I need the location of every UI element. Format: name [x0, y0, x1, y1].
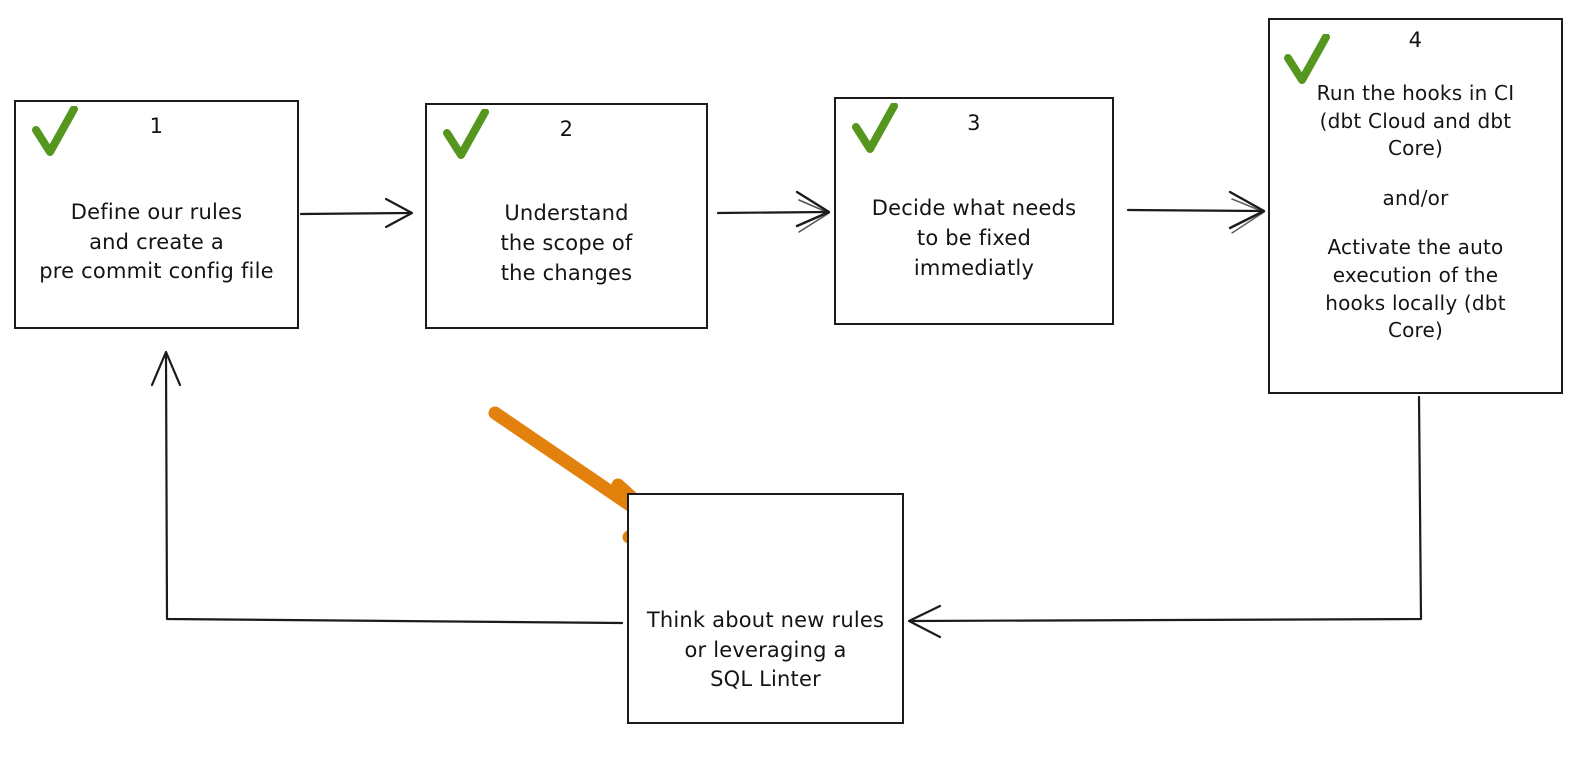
check-icon: [443, 109, 489, 159]
step-node-3-header: 3: [836, 99, 1112, 161]
step-node-2-header: 2: [427, 105, 706, 167]
step-node-3-text: Decide what needs to be fixed immediatly: [871, 196, 1077, 280]
check-icon: [1284, 34, 1330, 84]
loop-node-text: Think about new rules or leveraging a SQ…: [646, 607, 885, 692]
step-node-4-text-conjunction: and/or: [1382, 185, 1449, 210]
step-number: 2: [559, 117, 574, 141]
loop-node-header: [629, 495, 902, 557]
step-node-3-body: Decide what needs to be fixed immediatly: [836, 161, 1112, 323]
edge-1-2: [299, 197, 414, 229]
step-node-2[interactable]: 2 Understand the scope of the changes: [425, 103, 708, 329]
step-number: 3: [967, 111, 981, 135]
step-node-4-body: Run the hooks in CI (dbt Cloud and dbt C…: [1270, 78, 1561, 392]
loop-node-body: Think about new rules or leveraging a SQ…: [629, 557, 902, 722]
step-node-4-text-primary: Run the hooks in CI (dbt Cloud and dbt C…: [1316, 81, 1515, 161]
loop-node[interactable]: Think about new rules or leveraging a SQ…: [627, 493, 904, 724]
step-node-1-text: Define our rules and create a pre commit…: [39, 199, 274, 284]
edge-3-4: [1126, 190, 1266, 234]
step-number: 1: [149, 114, 164, 138]
step-node-1-header: 1: [16, 102, 297, 164]
step-number: 4: [1408, 28, 1423, 52]
step-node-2-text: Understand the scope of the changes: [500, 201, 633, 285]
check-icon: [852, 103, 898, 153]
step-node-4[interactable]: 4 Run the hooks in CI (dbt Cloud and dbt…: [1268, 18, 1563, 394]
step-node-1[interactable]: 1 Define our rules and create a pre comm…: [14, 100, 299, 329]
step-node-2-body: Understand the scope of the changes: [427, 167, 706, 327]
step-node-4-header: 4: [1270, 20, 1561, 84]
edge-2-3: [716, 190, 831, 233]
step-node-3[interactable]: 3 Decide what needs to be fixed immediat…: [834, 97, 1114, 325]
edge-4-loop: [907, 395, 1423, 639]
step-node-4-text-alternative: Activate the auto execution of the hooks…: [1325, 235, 1506, 343]
edge-loop-1: [150, 350, 624, 625]
step-node-1-body: Define our rules and create a pre commit…: [16, 164, 297, 327]
check-icon: [32, 106, 78, 156]
